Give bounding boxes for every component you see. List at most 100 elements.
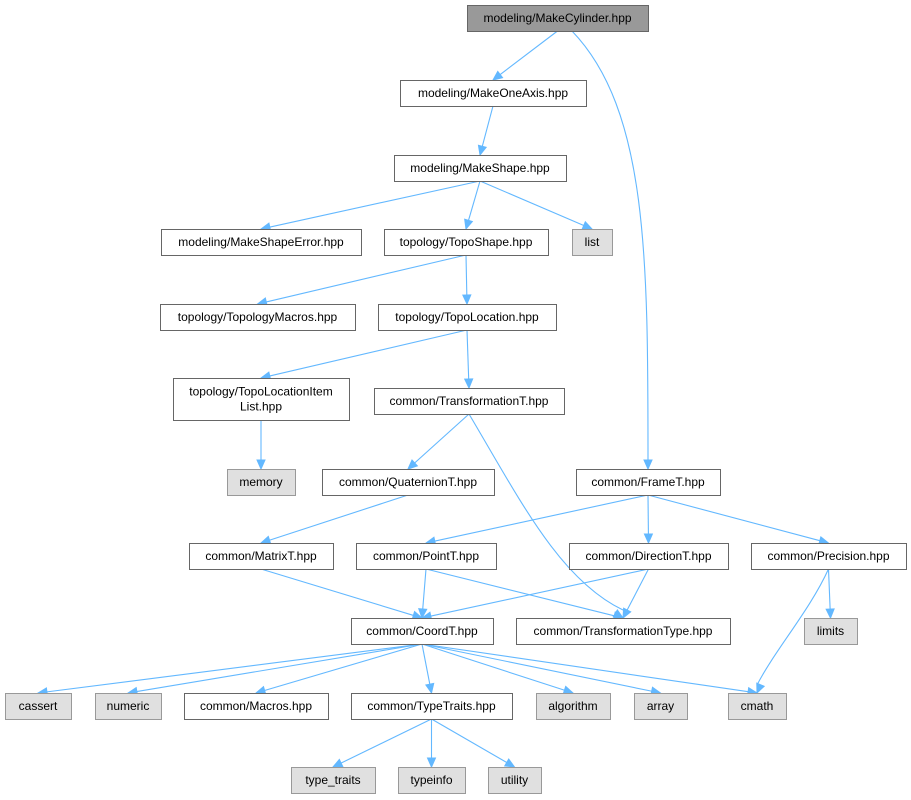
- edge-coord-t-to-cmath: [421, 643, 759, 697]
- node-algorithm: algorithm: [536, 693, 611, 720]
- node-frame-t[interactable]: common/FrameT.hpp: [576, 469, 721, 496]
- edge-transformation-t-to-transformation-type: [468, 413, 625, 619]
- arrowhead: [622, 607, 632, 620]
- edge-line: [499, 30, 558, 76]
- edge-line: [465, 254, 468, 297]
- arrowhead: [425, 682, 435, 695]
- node-cmath: cmath: [728, 693, 787, 720]
- node-label: modeling/MakeShapeError.hpp: [178, 235, 344, 249]
- arrowhead: [418, 608, 428, 620]
- node-precision[interactable]: common/Precision.hpp: [751, 543, 907, 570]
- edge-line: [433, 494, 649, 542]
- edge-make-one-axis-to-make-shape: [477, 105, 494, 157]
- node-utility: utility: [488, 767, 542, 794]
- edge-make-shape-to-list: [479, 180, 594, 230]
- nodes-layer: modeling/MakeCylinder.hpp modeling/MakeOn…: [5, 5, 907, 794]
- edge-line: [268, 494, 409, 542]
- node-direction-t[interactable]: common/DirectionT.hpp: [569, 543, 729, 570]
- node-typeinfo: typeinfo: [398, 767, 466, 794]
- node-make-shape-error[interactable]: modeling/MakeShapeError.hpp: [161, 229, 362, 256]
- node-quaternion-t[interactable]: common/QuaternionT.hpp: [322, 469, 495, 496]
- node-label: List.hpp: [240, 400, 282, 414]
- node-box: [291, 767, 376, 794]
- node-label: numeric: [107, 699, 150, 713]
- node-coord-t[interactable]: common/CoordT.hpp: [351, 618, 494, 645]
- node-label: topology/TopologyMacros.hpp: [178, 310, 338, 324]
- node-topo-location[interactable]: topology/TopoLocation.hpp: [378, 304, 557, 331]
- node-transformation-t[interactable]: common/TransformationT.hpp: [374, 388, 565, 415]
- arrowhead: [492, 70, 504, 81]
- edge-line: [421, 643, 750, 693]
- edge-coord-t-to-cassert: [36, 643, 423, 697]
- node-box: [634, 693, 688, 720]
- arrowhead: [477, 144, 488, 157]
- edge-topo-shape-to-topology-macros: [256, 254, 467, 307]
- arrowhead: [256, 459, 266, 471]
- node-make-one-axis[interactable]: modeling/MakeOneAxis.hpp: [400, 80, 587, 107]
- edge-make-shape-to-topo-shape: [464, 180, 481, 231]
- node-numeric: numeric: [95, 693, 162, 720]
- edge-line: [626, 568, 649, 612]
- node-macros[interactable]: common/Macros.hpp: [184, 693, 329, 720]
- arrowhead: [756, 682, 766, 695]
- edge-line: [466, 329, 470, 381]
- node-box: [536, 693, 611, 720]
- node-label: cassert: [19, 699, 58, 713]
- node-type-traits: type_traits: [291, 767, 376, 794]
- node-label: common/TransformationType.hpp: [534, 624, 713, 638]
- arrowhead: [464, 218, 474, 231]
- edge-line: [339, 718, 432, 764]
- edge-precision-to-cmath: [756, 568, 830, 695]
- node-label: common/PointT.hpp: [373, 549, 479, 563]
- node-limits: limits: [804, 618, 858, 645]
- node-label: common/FrameT.hpp: [591, 475, 705, 489]
- node-point-t[interactable]: common/PointT.hpp: [356, 543, 497, 570]
- node-make-cylinder[interactable]: modeling/MakeCylinder.hpp: [467, 5, 649, 32]
- node-matrix-t[interactable]: common/MatrixT.hpp: [189, 543, 334, 570]
- edge-line: [413, 413, 470, 465]
- arrowhead: [581, 220, 594, 230]
- node-label: common/DirectionT.hpp: [585, 549, 711, 563]
- arrowhead: [562, 685, 575, 695]
- node-box: [576, 469, 721, 496]
- node-label: utility: [501, 773, 528, 787]
- node-label: common/QuaternionT.hpp: [339, 475, 477, 489]
- node-label: algorithm: [548, 699, 597, 713]
- node-topo-shape[interactable]: topology/TopoShape.hpp: [384, 229, 549, 256]
- node-box: [728, 693, 787, 720]
- edge-line: [421, 643, 431, 686]
- edge-line: [263, 643, 423, 692]
- node-transformation-type[interactable]: common/TransformationType.hpp: [516, 618, 731, 645]
- edge-line: [468, 413, 624, 611]
- node-topology-macros[interactable]: topology/TopologyMacros.hpp: [160, 304, 356, 331]
- edge-direction-t-to-transformation-type: [622, 568, 649, 620]
- edge-quaternion-t-to-matrix-t: [259, 494, 409, 545]
- node-box: [516, 618, 731, 645]
- node-box: [378, 304, 557, 331]
- node-box: [394, 155, 567, 182]
- edge-line: [479, 180, 585, 227]
- edge-topo-location-to-topo-location-item-list: [259, 329, 468, 381]
- node-label: topology/TopoLocation.hpp: [395, 310, 539, 324]
- edge-coord-t-to-macros: [254, 643, 423, 695]
- arrowhead: [503, 758, 516, 768]
- edge-line: [571, 30, 649, 462]
- edge-type-traits-hpp-to-utility: [431, 718, 516, 768]
- node-box: [160, 304, 356, 331]
- arrowhead: [825, 608, 835, 620]
- node-box: [398, 767, 466, 794]
- edge-make-cylinder-to-frame-t: [571, 30, 653, 471]
- edge-line: [467, 180, 481, 222]
- node-type-traits-hpp[interactable]: common/TypeTraits.hpp: [351, 693, 513, 720]
- edge-line: [647, 494, 821, 542]
- arrowhead: [462, 294, 472, 306]
- node-cassert: cassert: [5, 693, 72, 720]
- node-box: [467, 5, 649, 32]
- edge-frame-t-to-precision: [647, 494, 830, 546]
- edge-topo-location-item-list-to-memory: [256, 420, 266, 471]
- node-make-shape[interactable]: modeling/MakeShape.hpp: [394, 155, 567, 182]
- edge-type-traits-hpp-to-type-traits: [331, 718, 432, 768]
- node-box: [161, 229, 362, 256]
